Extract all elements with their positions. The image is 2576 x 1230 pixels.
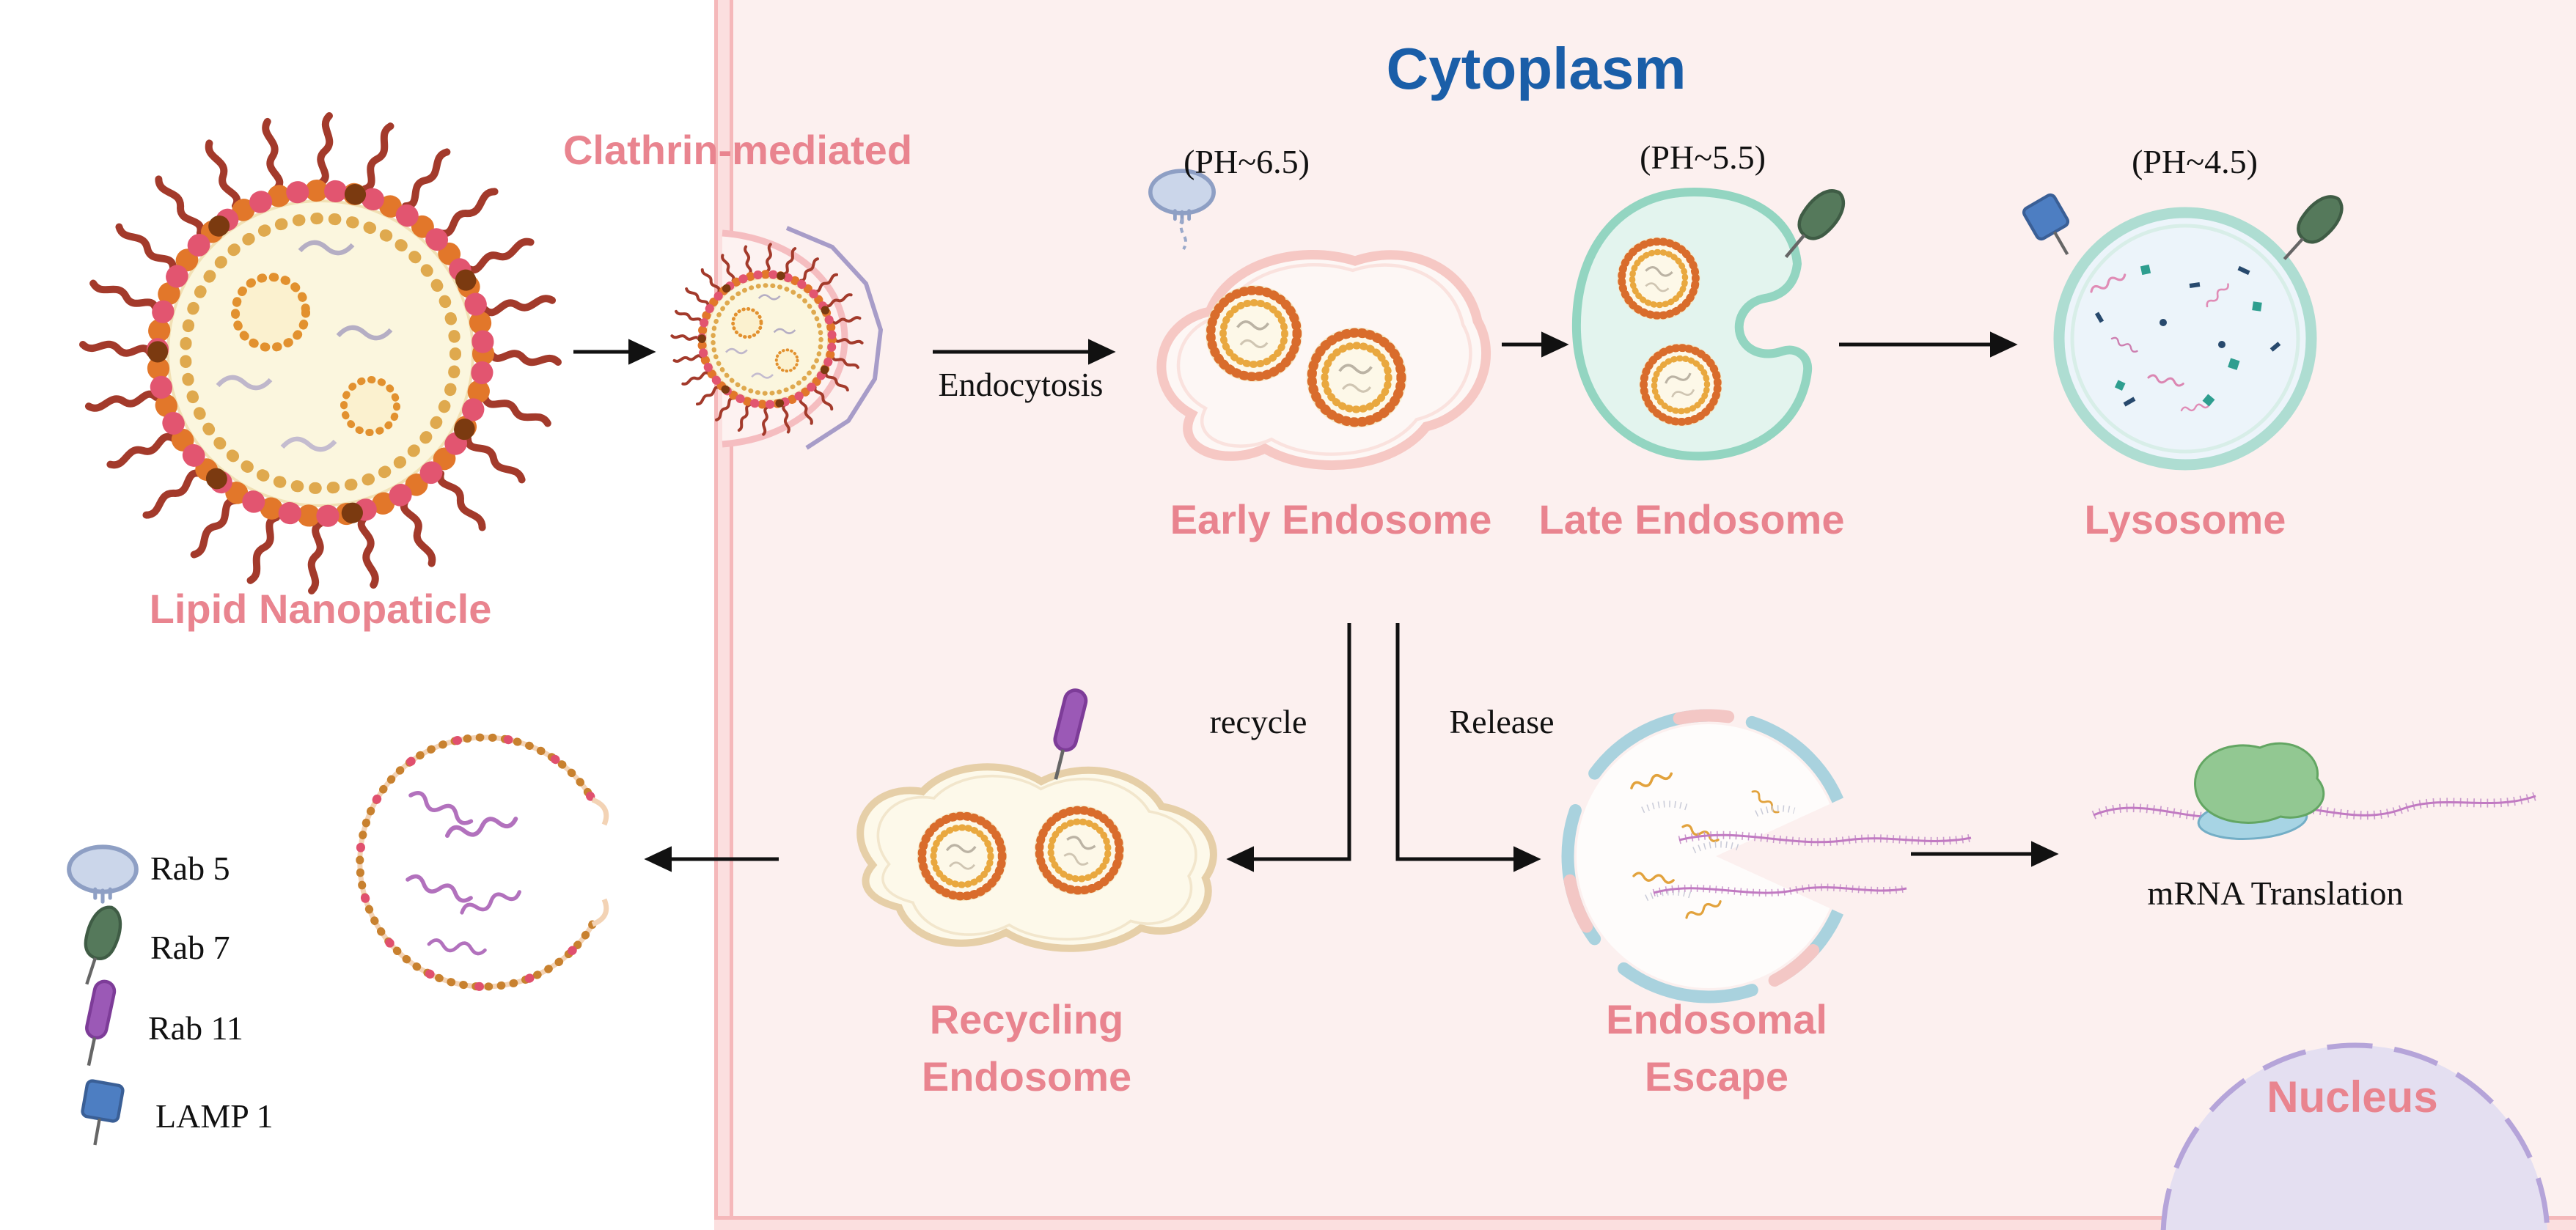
recycling-endosome-label: Recycling Endosome [922,991,1131,1105]
late-endosome-illustration [1571,183,1852,461]
lysosome-label: Lysosome [2084,496,2286,542]
rab5-icon [1151,171,1214,251]
arrow-recycle [1226,623,1351,872]
bottom-membrane [714,1216,2576,1230]
escaping-mrna [1652,831,1973,897]
early-ph-label: (PH~6.5) [1184,143,1310,180]
nucleus-label: Nucleus [2267,1072,2438,1122]
cytoplasm-title: Cytoplasm [1386,36,1687,101]
arrow-release [1395,623,1541,872]
recycle-label: recycle [1209,703,1307,740]
lysosome-illustration [2022,188,2350,471]
nucleus-illustration [2160,1042,2550,1230]
early-endosome-illustration [1151,171,1491,471]
lipid-nanoparticle-illustration [83,116,558,591]
rab7-icon [72,902,126,989]
legend-label-rab7: Rab 7 [150,929,230,966]
recycling-endosome-illustration [856,688,1217,952]
endocytosis-label: Endocytosis [938,366,1104,403]
lysosome-ph-label: (PH~4.5) [2132,143,2258,180]
endosomal-escape-label: Endosomal Escape [1606,991,1827,1105]
mrna-translation-label: mRNA Translation [2147,874,2404,912]
legend-icons [69,847,136,1148]
endosomal-escape-illustration [1561,709,1973,1003]
recycled-vesicle-illustration [355,733,609,991]
lipid-nanoparticle-label: Lipid Nanopaticle [149,586,492,632]
endosomal-escape-label-line1: Endosomal [1606,996,1827,1042]
clathrin-label: Clathrin-mediated [562,127,913,173]
lamp1-icon [77,1080,123,1148]
cell-membrane [714,0,733,1230]
rab7-icon [2273,188,2350,269]
recycling-endosome-label-line2: Endosome [921,1053,1132,1100]
recycling-endosome-label-line1: Recycling [929,996,1124,1042]
lamp1-icon [2022,193,2083,262]
rab5-icon [69,847,136,902]
late-ph-label: (PH~5.5) [1640,139,1766,176]
rab11-icon [79,979,117,1067]
late-endosome-label: Late Endosome [1538,496,1845,542]
legend-label-rab5: Rab 5 [150,850,230,887]
mrna-translation-illustration [2091,742,2537,840]
legend-label-lamp1: LAMP 1 [155,1097,274,1135]
endosomal-escape-label-line2: Escape [1644,1053,1789,1100]
legend-label-rab11: Rab 11 [148,1009,243,1047]
clathrin-pit-illustration [672,226,884,450]
arrows [573,331,2059,872]
release-label: Release [1449,703,1555,740]
early-endosome-label: Early Endosome [1170,496,1492,542]
